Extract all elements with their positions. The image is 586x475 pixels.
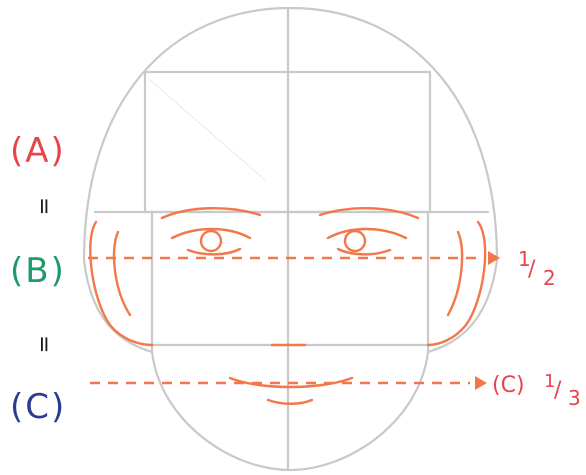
label-a: (A) — [10, 131, 66, 171]
label-b: (B) — [10, 251, 66, 291]
left-eyebrow — [162, 208, 260, 218]
equals-sign-2: = — [31, 335, 56, 353]
left-ear — [90, 222, 152, 345]
measurement-lines — [88, 251, 500, 390]
half-slash: / — [528, 257, 536, 282]
third-annotation: (C) 1 / 3 — [492, 371, 581, 410]
left-iris — [201, 231, 221, 251]
half-arrow — [488, 251, 500, 265]
half-annotation: 1 / 2 — [518, 247, 556, 290]
half-denominator: 2 — [543, 266, 556, 290]
right-eyebrow — [320, 208, 418, 218]
right-eye-upper — [328, 229, 406, 238]
lower-lip — [268, 400, 312, 404]
third-slash: / — [554, 378, 562, 403]
construction-guides — [84, 8, 497, 470]
third-label: (C) — [492, 373, 525, 398]
equals-sign-1: = — [31, 197, 56, 215]
jaw-outline — [84, 260, 497, 470]
right-eye-lower — [338, 249, 390, 254]
third-arrow — [475, 376, 487, 390]
right-ear — [428, 222, 485, 345]
label-c: (C) — [10, 387, 66, 427]
faint-diagonal — [150, 80, 265, 180]
left-ear-inner — [114, 232, 130, 315]
third-denominator: 3 — [568, 386, 581, 410]
right-ear-inner — [448, 232, 462, 315]
right-iris — [345, 231, 365, 251]
